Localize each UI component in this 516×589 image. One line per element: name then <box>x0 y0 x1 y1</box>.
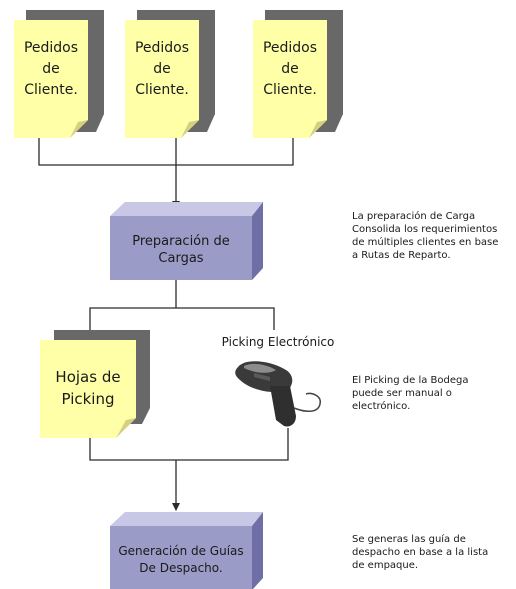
order-note-3-line-3: Cliente. <box>263 82 317 98</box>
order-note-2-line-2: de <box>153 61 171 77</box>
picking-join-connector <box>89 428 289 511</box>
dispatch-guide-line-2: De Despacho. <box>139 561 223 575</box>
picking-sheet-label: Hojas de Picking <box>40 366 136 410</box>
order-note-1-line-3: Cliente. <box>24 82 78 98</box>
electronic-picking-label: Picking Electrónico <box>221 335 335 349</box>
order-note-3-line-2: de <box>281 61 299 77</box>
dispatch-note-line-3: de empaque. <box>352 560 419 571</box>
dispatch-guide-label: Generación de Guías De Despacho. <box>106 543 256 577</box>
load-prep-note-line-2: Consolida los requerimientos <box>352 224 498 235</box>
load-prep-split-connector <box>89 280 275 330</box>
order-note-2-label: Pedidos de Cliente. <box>125 38 199 101</box>
picking-note-line-3: electrónico. <box>352 401 411 412</box>
picking-sheet-line-1: Hojas de <box>55 368 121 386</box>
dispatch-note-line-2: despacho en base a la lista <box>352 547 489 558</box>
order-note-2 <box>125 10 215 138</box>
orders-merge-connector <box>38 138 294 209</box>
order-note-3-label: Pedidos de Cliente. <box>253 38 327 101</box>
order-note-3-line-1: Pedidos <box>262 40 318 56</box>
order-note-3 <box>253 10 343 138</box>
load-prep-line-1: Preparación de <box>132 234 230 249</box>
order-note-1-line-1: Pedidos <box>23 40 79 56</box>
load-prep-box <box>110 202 263 280</box>
picking-note-line-1: El Picking de la Bodega <box>352 375 469 386</box>
picking-note-line-2: puede ser manual o <box>352 388 452 399</box>
handheld-scanner-icon <box>235 361 321 427</box>
load-prep-note-line-4: a Rutas de Reparto. <box>352 250 451 261</box>
picking-sheet-note <box>40 330 150 438</box>
dispatch-note-line-1: Se generas las guía de <box>352 534 466 545</box>
order-note-2-line-3: Cliente. <box>135 82 189 98</box>
load-prep-note: La preparación de Carga Consolida los re… <box>352 210 498 262</box>
load-prep-line-2: Cargas <box>158 251 204 266</box>
order-note-1 <box>14 10 104 138</box>
order-note-2-line-1: Pedidos <box>134 40 190 56</box>
dispatch-note: Se generas las guía de despacho en base … <box>352 533 488 572</box>
dispatch-guide-line-1: Generación de Guías <box>118 544 244 558</box>
picking-sheet-line-2: Picking <box>61 390 115 408</box>
load-prep-note-line-3: de múltiples clientes en base <box>352 237 499 248</box>
load-prep-label: Preparación de Cargas <box>110 233 252 267</box>
load-prep-note-line-1: La preparación de Carga <box>352 211 476 222</box>
dispatch-guide-box <box>110 512 263 589</box>
order-note-1-line-2: de <box>42 61 60 77</box>
order-note-1-label: Pedidos de Cliente. <box>14 38 88 101</box>
picking-note: El Picking de la Bodega puede ser manual… <box>352 374 469 413</box>
